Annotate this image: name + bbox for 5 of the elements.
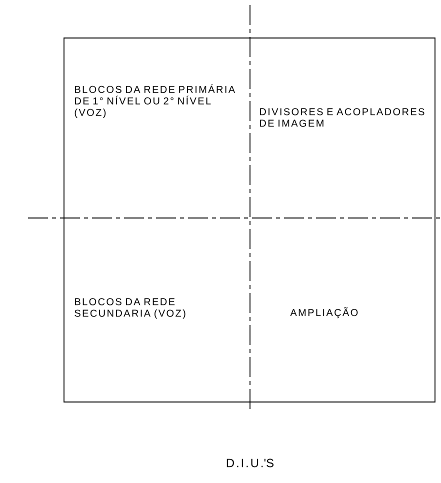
quadrant-label: AMPLIAÇÃO [290,307,358,318]
caption: D.I.U.'S [226,458,274,468]
quadrant-label: BLOCOS DA REDE PRIMÁRIA DE 1° NÍVEL OU 2° NÍVEL (VOZ) [74,84,236,118]
quadrant-label: BLOCOS DA REDE SECUNDARIA (VOZ) [74,298,186,319]
quadrant-label: DIVISORES E ACOPLADORES DE IMAGEM [260,108,424,127]
